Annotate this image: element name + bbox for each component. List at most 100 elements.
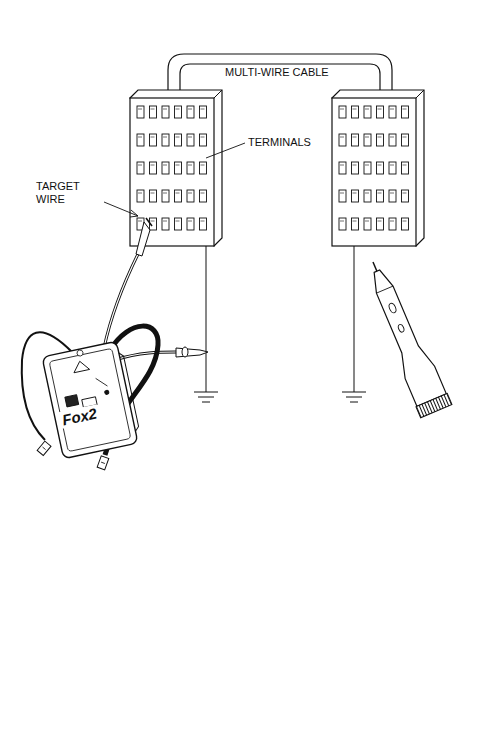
terminal-slot (378, 193, 382, 194)
terminal (402, 190, 409, 202)
terminal-slot (378, 137, 382, 138)
terminal-slot (340, 137, 344, 138)
terminal-slot (138, 137, 142, 138)
terminal (187, 190, 194, 202)
terminal-slot (201, 193, 205, 194)
terminal (200, 190, 207, 202)
terminal (377, 162, 384, 174)
terminal-slot (353, 165, 357, 166)
terminal-slot (188, 137, 192, 138)
terminal (200, 162, 207, 174)
terminal-slot (340, 165, 344, 166)
terminal-slot (138, 221, 142, 222)
terminal (175, 218, 182, 230)
terminal-slot (390, 165, 394, 166)
terminal-slot (365, 109, 369, 110)
terminal (364, 190, 371, 202)
terminal (364, 162, 371, 174)
terminal (377, 106, 384, 118)
terminal (137, 106, 144, 118)
terminal (187, 218, 194, 230)
terminal-slot (188, 165, 192, 166)
terminal (150, 106, 157, 118)
terminal (389, 134, 396, 146)
terminal-slot (201, 165, 205, 166)
terminal (389, 190, 396, 202)
terminal-slot (163, 193, 167, 194)
terminal (402, 218, 409, 230)
terminal-slot (151, 137, 155, 138)
terminal (339, 106, 346, 118)
terminal (175, 190, 182, 202)
terminal-slot (138, 165, 142, 166)
terminal (377, 134, 384, 146)
terminal-slot (151, 193, 155, 194)
terminal (364, 134, 371, 146)
terminal-slot (378, 109, 382, 110)
terminal-slot (151, 165, 155, 166)
terminal-block (332, 90, 424, 246)
terminal-slot (365, 193, 369, 194)
terminal (175, 134, 182, 146)
terminal-slot (163, 109, 167, 110)
terminal-slot (138, 193, 142, 194)
terminal (352, 190, 359, 202)
terminal-slot (365, 137, 369, 138)
terminal (352, 218, 359, 230)
terminals (137, 106, 409, 230)
terminal-slot (138, 109, 142, 110)
terminal-slot (151, 221, 155, 222)
terminal-slot (188, 221, 192, 222)
terminal-slot (390, 193, 394, 194)
terminal (402, 134, 409, 146)
terminal (187, 162, 194, 174)
terminal-slot (176, 137, 180, 138)
terminal-slot (163, 165, 167, 166)
terminal (339, 218, 346, 230)
terminal (377, 190, 384, 202)
terminal (162, 162, 169, 174)
terminal-slot (340, 193, 344, 194)
terminal-slot (188, 109, 192, 110)
terminal (402, 106, 409, 118)
terminal (339, 190, 346, 202)
probe (357, 255, 452, 417)
terminal-slot (365, 221, 369, 222)
terminal-slot (353, 109, 357, 110)
terminal (200, 134, 207, 146)
terminal (137, 162, 144, 174)
terminal-slot (340, 221, 344, 222)
terminal-slot (163, 221, 167, 222)
leader-lines (104, 143, 245, 217)
terminal (150, 162, 157, 174)
terminal-slot (353, 221, 357, 222)
terminal (389, 106, 396, 118)
terminal-slot (353, 137, 357, 138)
terminal (352, 134, 359, 146)
terminal-slot (378, 165, 382, 166)
terminal-slot (176, 109, 180, 110)
terminal-slot (201, 109, 205, 110)
terminal-slot (365, 165, 369, 166)
terminal-slot (340, 109, 344, 110)
terminal-slot (403, 193, 407, 194)
tone-generator (42, 340, 142, 458)
terminal-slot (188, 193, 192, 194)
terminal (364, 218, 371, 230)
terminal-slot (176, 193, 180, 194)
terminal-slot (403, 109, 407, 110)
terminal-slot (403, 165, 407, 166)
terminal-slot (390, 109, 394, 110)
part-label: TERMINALS (248, 136, 311, 149)
terminal (200, 106, 207, 118)
terminal (364, 106, 371, 118)
terminal (389, 218, 396, 230)
terminal (137, 190, 144, 202)
terminal (377, 218, 384, 230)
part-label: TARGET WIRE (36, 180, 98, 205)
terminal (162, 106, 169, 118)
terminal-slot (201, 221, 205, 222)
cable-label: MULTI-WIRE CABLE (222, 66, 332, 79)
terminal-slot (353, 193, 357, 194)
